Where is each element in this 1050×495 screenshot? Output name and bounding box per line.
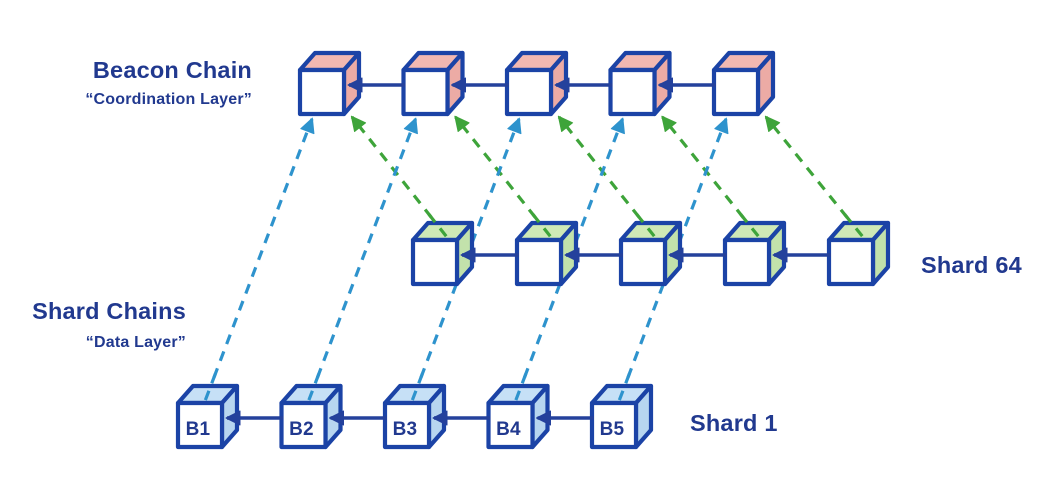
shard1-block-2 bbox=[279, 383, 343, 450]
block-b1-label: B1 bbox=[186, 419, 211, 440]
attestation-shard64-1 bbox=[350, 115, 444, 233]
attestation-shard64-1-stub bbox=[422, 206, 448, 238]
attestation-shard1-5-stub bbox=[617, 367, 633, 401]
attestation-shard64-3-stub bbox=[630, 207, 656, 238]
attestation-shard64-4 bbox=[661, 115, 756, 233]
labels-layer: Beacon Chain “Coordination Layer” Shard … bbox=[32, 57, 1022, 440]
beacon-block-1 bbox=[297, 50, 362, 117]
block-b2-label: B2 bbox=[289, 419, 314, 440]
shard-64-label: Shard 64 bbox=[921, 252, 1022, 278]
block-b4-label: B4 bbox=[496, 419, 521, 440]
chain-connectors-layer bbox=[225, 77, 831, 426]
shard-1-label: Shard 1 bbox=[690, 410, 778, 436]
beacon-chain-subtitle: “Coordination Layer” bbox=[85, 91, 252, 108]
beacon-block-4 bbox=[608, 50, 672, 117]
shard64-block-5 bbox=[826, 220, 891, 287]
beacon-block-5 bbox=[711, 50, 776, 117]
attestation-shard64-2 bbox=[454, 115, 548, 233]
attestation-shard64-2-stub bbox=[526, 207, 552, 238]
link-stubs-layer bbox=[203, 206, 864, 401]
attestation-shard1-1 bbox=[206, 117, 315, 396]
block-b5-label: B5 bbox=[600, 419, 625, 440]
attestation-shard1-2-stub bbox=[307, 367, 323, 401]
block-b3-label: B3 bbox=[393, 419, 418, 440]
blocks-layer bbox=[175, 50, 891, 450]
shard64-block-4 bbox=[722, 220, 787, 287]
attestation-shard64-4-stub bbox=[734, 207, 760, 238]
attestation-shard64-5-stub bbox=[838, 207, 864, 238]
shard-chains-subtitle: “Data Layer” bbox=[86, 334, 186, 351]
attestation-shard1-4-stub bbox=[514, 367, 530, 401]
attestation-shard1-2 bbox=[309, 117, 418, 396]
attestation-shard64-5 bbox=[764, 115, 860, 233]
beacon-chain-title: Beacon Chain bbox=[93, 57, 252, 83]
beacon-block-3 bbox=[504, 50, 569, 117]
shard64-block-2 bbox=[514, 220, 579, 287]
attestation-shard1-1-stub bbox=[203, 367, 219, 401]
shard-chains-title: Shard Chains bbox=[32, 298, 186, 324]
attestation-shard64-3 bbox=[557, 115, 652, 233]
attestation-shard1-3-stub bbox=[410, 367, 426, 401]
shard1-block-5 bbox=[589, 383, 654, 450]
